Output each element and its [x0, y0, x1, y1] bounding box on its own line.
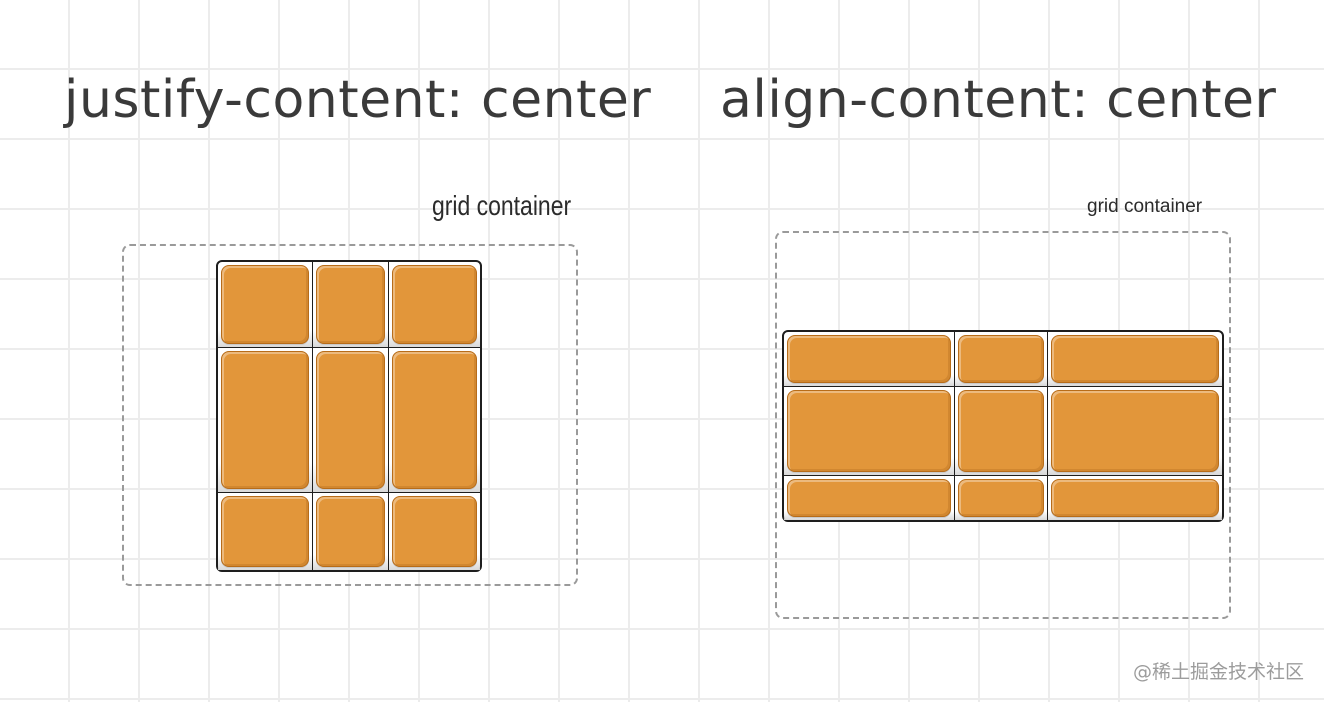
- grid-item: [958, 390, 1044, 472]
- left-grid-cell: [218, 348, 313, 493]
- right-grid-container: [775, 231, 1231, 619]
- grid-item: [1051, 479, 1219, 517]
- grid-item: [392, 265, 477, 344]
- left-grid-cell: [313, 262, 389, 348]
- right-grid-cell: [784, 387, 955, 476]
- left-grid-cell: [313, 348, 389, 493]
- left-grid-cell: [313, 493, 389, 570]
- grid-item: [787, 390, 951, 472]
- right-grid-cell: [955, 476, 1048, 520]
- right-grid-cell: [955, 387, 1048, 476]
- left-grid-cell: [389, 348, 480, 493]
- watermark: @稀土掘金技术社区: [1132, 661, 1304, 683]
- left-container-label: grid container: [432, 190, 572, 221]
- grid-item: [787, 479, 951, 517]
- grid-item: [958, 335, 1044, 383]
- grid-item: [221, 496, 309, 567]
- right-grid-cell: [1048, 387, 1222, 476]
- right-grid-cell: [1048, 332, 1222, 387]
- right-grid: [782, 330, 1224, 522]
- right-grid-cell: [955, 332, 1048, 387]
- left-grid-cell: [389, 493, 480, 570]
- grid-item: [787, 335, 951, 383]
- right-container-label: grid container: [1087, 196, 1203, 217]
- left-grid-cell: [389, 262, 480, 348]
- grid-item: [221, 265, 309, 344]
- grid-item: [316, 265, 385, 344]
- grid-item: [392, 351, 477, 489]
- grid-item: [1051, 390, 1219, 472]
- left-grid: [216, 260, 482, 572]
- grid-item: [392, 496, 477, 567]
- grid-item: [1051, 335, 1219, 383]
- right-grid-cell: [1048, 476, 1222, 520]
- right-grid-cell: [784, 476, 955, 520]
- grid-item: [316, 496, 385, 567]
- left-grid-container: [122, 244, 578, 586]
- grid-item: [316, 351, 385, 489]
- right-grid-cell: [784, 332, 955, 387]
- right-title: align-content: center: [720, 70, 1277, 130]
- grid-item: [958, 479, 1044, 517]
- grid-item: [221, 351, 309, 489]
- left-title: justify-content: center: [64, 70, 652, 130]
- left-grid-cell: [218, 262, 313, 348]
- left-grid-cell: [218, 493, 313, 570]
